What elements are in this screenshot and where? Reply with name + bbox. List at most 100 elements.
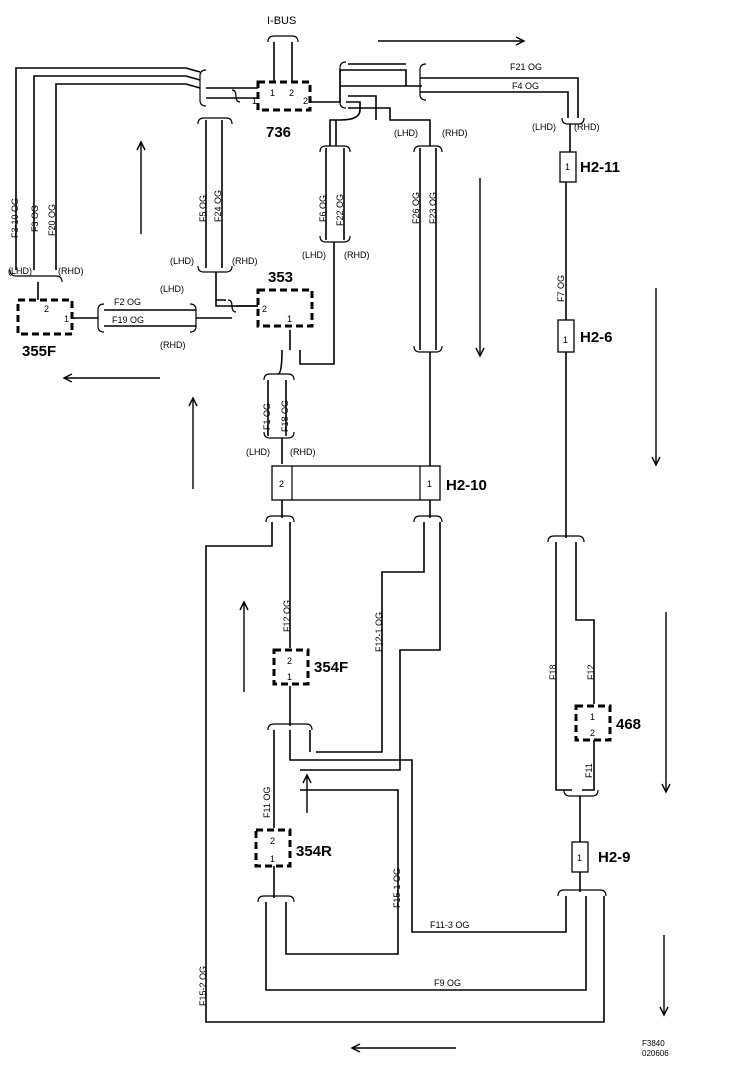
wire-label-f2: F2 OG	[114, 297, 141, 307]
variant-label-rhd: (RHD)	[290, 447, 316, 457]
pin-label: 2	[270, 836, 275, 846]
arrow-up-left-2	[188, 396, 198, 489]
variant-label-lhd: (LHD)	[160, 284, 184, 294]
pin-label: 1	[565, 162, 570, 172]
pin-label: 2	[287, 656, 292, 666]
wire-label-f1: F1 OG	[262, 403, 272, 430]
flow-arrows	[62, 36, 671, 1053]
pin-label: 1	[287, 672, 292, 682]
wire-labels: I-BUS F21 OG F4 OG F3-10 OG F3 OG F20 OG…	[10, 15, 596, 1006]
pin-label: 1	[590, 712, 595, 722]
wire-label-f7: F7 OG	[556, 275, 566, 302]
variant-label-lhd: (LHD)	[394, 128, 418, 138]
component-355F: 2 1 355F	[16, 298, 74, 360]
wire-label-f5: F5 OG	[198, 195, 208, 222]
arrow-down-mid	[475, 178, 485, 358]
bus-label: I-BUS	[267, 15, 296, 27]
variant-label-lhd: (LHD)	[302, 250, 326, 260]
arrow-down-right-2	[661, 612, 671, 794]
wire-label-f11: F11	[584, 763, 594, 778]
component-468: 1 2 468	[574, 704, 641, 742]
pin-label: 1	[270, 854, 275, 864]
wire-label-f15-2: F15-2 OG	[198, 966, 208, 1006]
component-label: 354R	[296, 843, 332, 860]
arrow-up-left-1	[136, 140, 146, 234]
wire-label-f12-1: F12-1 OG	[374, 612, 384, 652]
variant-labels: (LHD) (RHD) (LHD) (RHD) (LHD) (RHD) (LHD…	[8, 122, 600, 457]
wire-label-f3: F3 OG	[30, 205, 40, 232]
arrow-up-354f	[239, 600, 249, 692]
pin-label: 2	[289, 88, 294, 98]
arrow-down-right-3	[659, 935, 669, 1017]
wire-label-f3-10: F3-10 OG	[10, 198, 20, 238]
pin-label: 1	[427, 479, 432, 489]
wire-label-f24: F24 OG	[213, 190, 223, 222]
wire-label-f11-og: F11 OG	[262, 787, 272, 818]
connector-h2-9: 1 H2-9	[571, 841, 631, 873]
wires	[9, 35, 607, 1023]
pin-label: 1	[64, 314, 69, 324]
component-354F: 2 1 354F	[272, 648, 348, 686]
connector-label: H2-11	[580, 159, 620, 176]
pin-label: 1	[252, 96, 257, 106]
pin-label: 2	[279, 479, 284, 489]
wire-label-f26: F26 OG	[411, 192, 421, 224]
drawing-code: F3840 020606	[642, 1039, 669, 1058]
variant-label-rhd: (RHD)	[232, 256, 258, 266]
wire-label-f22: F22 OG	[335, 194, 345, 226]
component-354R: 2 1 354R	[254, 828, 332, 868]
variant-label-rhd: (RHD)	[160, 340, 186, 350]
arrow-up-354r	[302, 773, 312, 813]
connector-label: H2-9	[598, 849, 631, 866]
component-label: 353	[268, 269, 293, 286]
pin-label: 2	[262, 304, 267, 314]
connectors: 1 H2-11 1 H2-6 2 1 H2-10 1 H2-9	[271, 151, 631, 873]
variant-label-lhd: (LHD)	[532, 122, 556, 132]
drawing-number: F3840	[642, 1039, 665, 1048]
component-353: 2 1 353	[256, 269, 314, 328]
components: 1 2 1 2 736 2 1 353 2 1 355F 2 1 354F 2	[16, 80, 641, 868]
variant-label-rhd: (RHD)	[442, 128, 468, 138]
variant-label-lhd: (LHD)	[8, 266, 32, 276]
variant-label-rhd: (RHD)	[574, 122, 600, 132]
wire-label-f11-3: F11-3 OG	[430, 920, 469, 930]
component-label: 354F	[314, 659, 348, 676]
connector-h2-6: 1 H2-6	[557, 319, 613, 353]
wire-label-f12-og: F12 OG	[282, 600, 292, 632]
arrow-down-right-1	[651, 288, 661, 467]
wire-label-f21: F21 OG	[510, 62, 542, 72]
pin-label: 2	[590, 728, 595, 738]
component-label: 468	[616, 716, 641, 733]
wire-label-f12: F12	[586, 664, 596, 680]
component-736: 1 2 1 2 736	[252, 80, 312, 141]
connector-h2-11: 1 H2-11	[559, 151, 620, 183]
pin-label: 1	[577, 853, 582, 863]
arrow-left-mid	[62, 373, 160, 383]
component-label: 355F	[22, 343, 56, 360]
pin-label: 1	[270, 88, 275, 98]
variant-label-rhd: (RHD)	[344, 250, 370, 260]
connector-h2-10: 2 1 H2-10	[271, 465, 487, 501]
arrow-right-top	[378, 36, 526, 46]
wire-label-f19: F19 OG	[112, 315, 144, 325]
drawing-date: 020606	[642, 1049, 669, 1058]
variant-label-lhd: (LHD)	[170, 256, 194, 266]
wire-label-f9: F9 OG	[434, 978, 461, 988]
wire-label-f23: F23 OG	[428, 192, 438, 224]
wire-label-f6: F6 OG	[318, 195, 328, 222]
arrow-left-bottom	[350, 1043, 456, 1053]
wire-label-f4: F4 OG	[512, 81, 539, 91]
wire-label-f15-1: F15-1 OG	[392, 868, 402, 908]
wire-label-f18: F18	[548, 664, 558, 680]
pin-label: 2	[44, 304, 49, 314]
wire-label-f20: F20 OG	[47, 204, 57, 236]
pin-label: 1	[287, 314, 292, 324]
pin-label: 1	[563, 335, 568, 345]
connector-label: H2-6	[580, 329, 613, 346]
wire-label-f18-og: F18 OG	[280, 400, 290, 432]
variant-label-lhd: (LHD)	[246, 447, 270, 457]
connector-label: H2-10	[446, 477, 487, 494]
variant-label-rhd: (RHD)	[58, 266, 84, 276]
pin-label: 2	[303, 96, 308, 106]
